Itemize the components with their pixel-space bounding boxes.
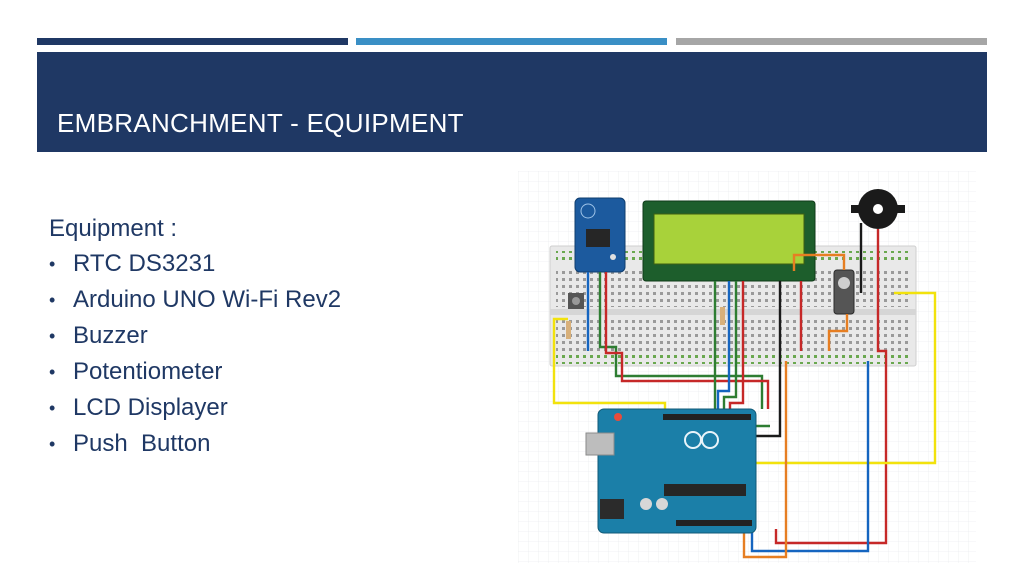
push-button bbox=[568, 293, 584, 309]
bullet-icon: • bbox=[49, 398, 56, 418]
lcd-display bbox=[642, 200, 816, 282]
arduino-board bbox=[585, 408, 757, 534]
potentiometer bbox=[833, 269, 855, 315]
resistor bbox=[720, 307, 725, 325]
list-item: •Buzzer bbox=[49, 318, 341, 354]
resistor bbox=[566, 321, 571, 339]
list-item: •Arduino UNO Wi-Fi Rev2 bbox=[49, 282, 341, 318]
list-item: •LCD Displayer bbox=[49, 390, 341, 426]
equipment-heading: Equipment : bbox=[49, 215, 178, 242]
list-item: •RTC DS3231 bbox=[49, 246, 341, 282]
bullet-icon: • bbox=[49, 290, 56, 310]
list-item: •Potentiometer bbox=[49, 354, 341, 390]
title-band: EMBRANCHMENT - EQUIPMENT bbox=[37, 52, 987, 152]
rtc-module bbox=[574, 197, 626, 273]
bullet-icon: • bbox=[49, 326, 56, 346]
buzzer bbox=[851, 189, 905, 229]
slide-title: EMBRANCHMENT - EQUIPMENT bbox=[57, 108, 464, 138]
bullet-icon: • bbox=[49, 254, 56, 274]
equipment-list-block: Equipment : •RTC DS3231 •Arduino UNO Wi-… bbox=[49, 212, 341, 462]
equipment-list: •RTC DS3231 •Arduino UNO Wi-Fi Rev2 •Buz… bbox=[49, 246, 341, 462]
accent-bar-blue bbox=[356, 38, 667, 45]
bullet-icon: • bbox=[49, 434, 56, 454]
accent-bar-gray bbox=[676, 38, 987, 45]
bullet-icon: • bbox=[49, 362, 56, 382]
list-item: •Push Button bbox=[49, 426, 341, 462]
circuit-diagram bbox=[518, 171, 976, 563]
accent-bar-navy bbox=[37, 38, 348, 45]
